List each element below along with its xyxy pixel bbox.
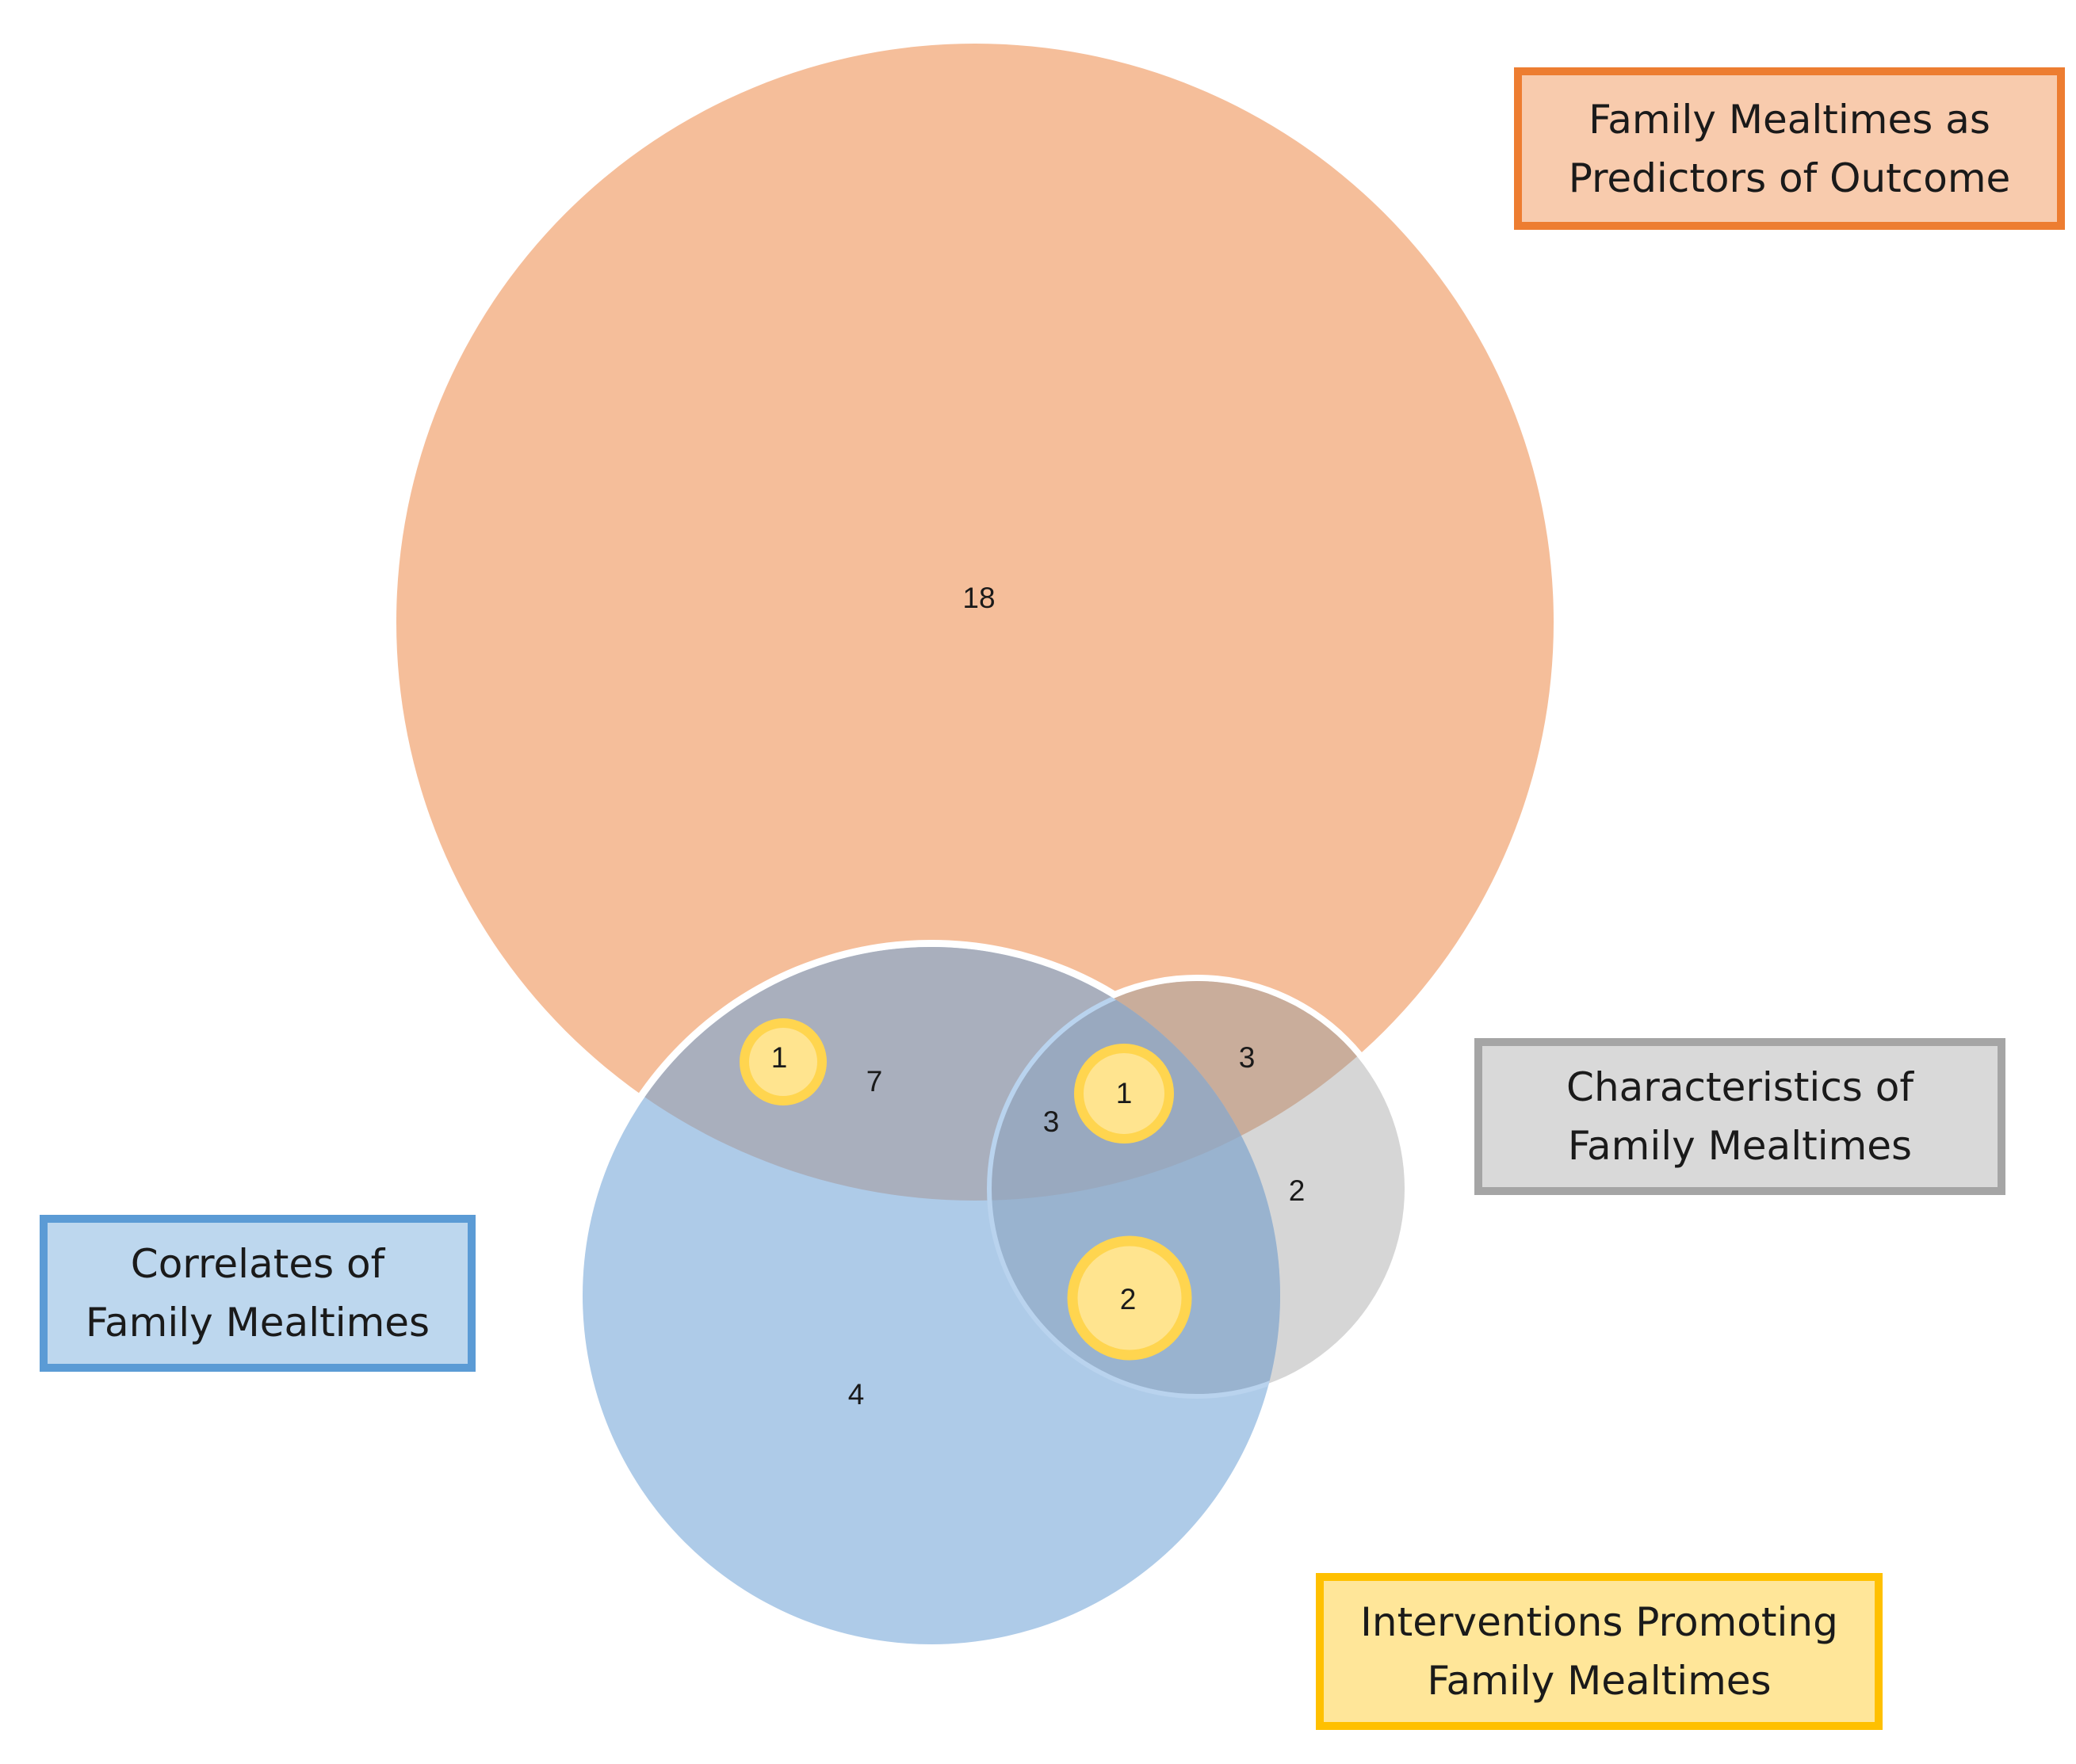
legend-correlates: Correlates of Family Mealtimes [40,1215,476,1372]
legend-interventions-line1: Interventions Promoting [1360,1599,1838,1645]
legend-outcome-line1: Family Mealtimes as [1589,96,1990,143]
intervention-circle-correlates-characteristics [1067,1235,1192,1361]
legend-characteristics: Characteristics of Family Mealtimes [1474,1038,2005,1195]
count-outcome-only: 18 [962,582,995,614]
legend-correlates-line2: Family Mealtimes [85,1300,430,1346]
legend-characteristics-line2: Family Mealtimes [1567,1123,1913,1169]
count-all-three: 3 [1043,1105,1060,1138]
legend-characteristics-line1: Characteristics of [1566,1064,1914,1110]
count-correlates-only: 4 [848,1378,865,1411]
count-characteristics-only: 2 [1289,1174,1306,1207]
count-intervention-correlates-characteristics: 2 [1120,1283,1137,1315]
legend-interventions-line2: Family Mealtimes [1427,1658,1772,1704]
legend-interventions: Interventions Promoting Family Mealtimes [1316,1573,1883,1730]
legend-outcome-line2: Predictors of Outcome [1568,155,2011,201]
legend-outcome: Family Mealtimes as Predictors of Outcom… [1514,67,2065,230]
legend-correlates-line1: Correlates of [130,1241,385,1287]
intervention-circle-outcome-correlates [740,1018,827,1105]
count-outcome-correlates: 7 [866,1065,883,1098]
count-intervention-all-three: 1 [1116,1077,1133,1109]
count-outcome-characteristics: 3 [1239,1041,1256,1074]
count-intervention-outcome-correlates: 1 [771,1041,788,1074]
outcome-circle [396,44,1554,1201]
intervention-circle-all-three [1074,1044,1174,1144]
